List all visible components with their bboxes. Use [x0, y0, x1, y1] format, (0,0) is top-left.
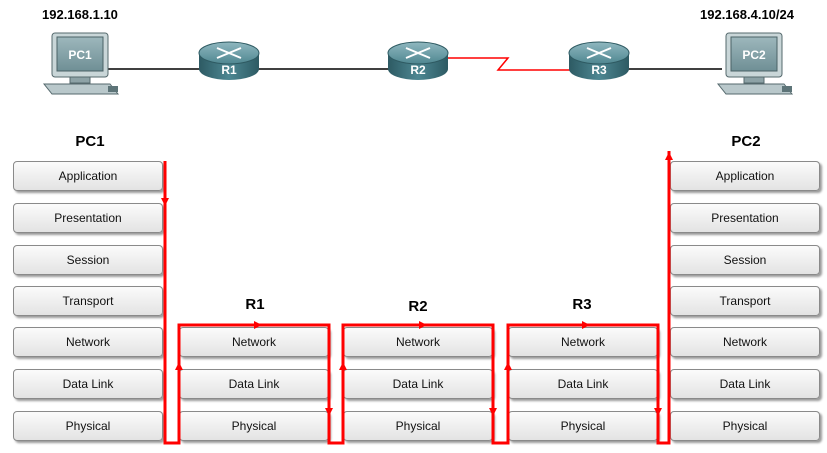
r1-layer-physical: Physical	[179, 411, 329, 441]
r2-layer-network: Network	[343, 327, 493, 357]
pc2-layer-transport: Transport	[670, 286, 820, 316]
r3-stack-title: R3	[572, 296, 592, 313]
router-r1-icon	[198, 41, 260, 80]
r2-device-label: R2	[410, 63, 426, 77]
r1-stack-title: R1	[245, 296, 265, 313]
pc2-layer-data-link: Data Link	[670, 369, 820, 399]
router-r2-icon	[387, 41, 449, 80]
pc2-layer-network: Network	[670, 327, 820, 357]
pc2-layer-session: Session	[670, 245, 820, 275]
r3-layer-network: Network	[508, 327, 658, 357]
pc2-layer-physical: Physical	[670, 411, 820, 441]
pc1-layer-transport: Transport	[13, 286, 163, 316]
r1-device-label: R1	[221, 63, 237, 77]
r3-layer-data-link: Data Link	[508, 369, 658, 399]
router-r3-icon	[568, 41, 630, 80]
pc2-stack-title: PC2	[731, 133, 761, 150]
pc1-ip-address: 192.168.1.10	[42, 7, 118, 22]
pc2-ip-address: 192.168.4.10/24	[700, 7, 794, 22]
r2-stack-title: R2	[408, 298, 428, 315]
pc2-layer-presentation: Presentation	[670, 203, 820, 233]
pc2-icon	[716, 32, 794, 95]
pc1-layer-application: Application	[13, 161, 163, 191]
pc1-layer-presentation: Presentation	[13, 203, 163, 233]
pc1-layer-session: Session	[13, 245, 163, 275]
pc1-icon	[42, 32, 120, 95]
data-path-line	[163, 151, 671, 445]
serial-link-r2-r3	[446, 57, 572, 71]
pc1-stack-title: PC1	[75, 133, 105, 150]
r2-layer-data-link: Data Link	[343, 369, 493, 399]
r3-device-label: R3	[591, 63, 607, 77]
pc1-layer-physical: Physical	[13, 411, 163, 441]
pc1-device-label: PC1	[68, 48, 92, 62]
pc1-layer-network: Network	[13, 327, 163, 357]
r1-layer-network: Network	[179, 327, 329, 357]
pc2-layer-application: Application	[670, 161, 820, 191]
pc1-layer-data-link: Data Link	[13, 369, 163, 399]
pc2-device-label: PC2	[742, 48, 766, 62]
